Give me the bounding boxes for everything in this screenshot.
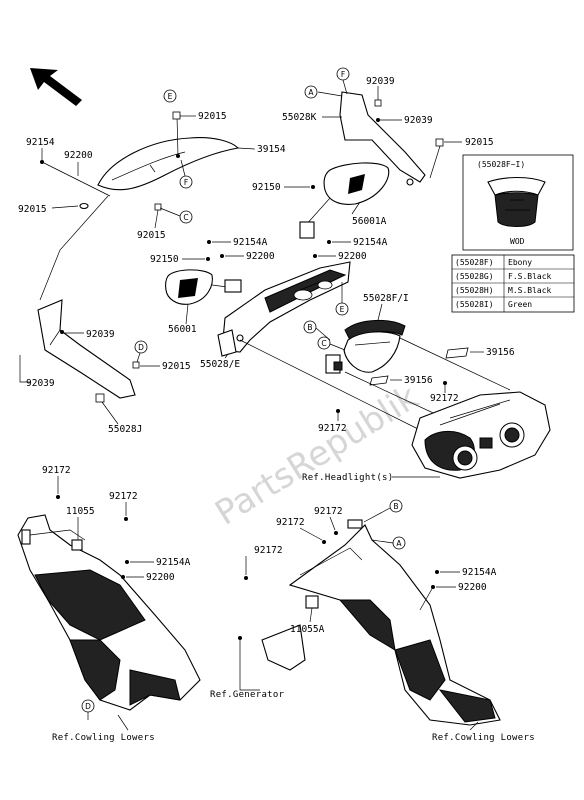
color-table: (55028F) Ebony (55028G) F.S.Black (55028… — [451, 254, 575, 313]
label-92015-top: 92015 — [198, 111, 227, 122]
label-92039-a: 92039 — [366, 76, 395, 87]
bracket-55028k — [339, 91, 426, 186]
label-92200-c: 92200 — [338, 251, 367, 262]
color-name-f: Ebony — [508, 258, 532, 267]
variant-box: (55028F~I) WOD — [462, 154, 574, 251]
label-39156-b: 39156 — [404, 375, 433, 386]
svg-text:A: A — [396, 539, 402, 548]
ref-headlights: Ref.Headlight(s) — [302, 473, 394, 483]
label-55028j: 55028J — [108, 424, 142, 435]
label-92172-e: 92172 — [276, 517, 305, 528]
right-side-cowl — [288, 519, 501, 726]
label-92172-a: 92172 — [430, 393, 459, 404]
svg-text:F: F — [341, 70, 345, 79]
variant-box-caption: WOD — [510, 237, 525, 246]
color-code-g: (55028G) — [455, 272, 494, 281]
variant-box-title: (55028F~I) — [477, 160, 525, 169]
label-39156-a: 39156 — [486, 347, 515, 358]
mirror-56001a — [299, 162, 390, 239]
inner-panel-55028e — [217, 261, 351, 357]
label-92154A-d: 92154A — [462, 567, 497, 578]
svg-text:E: E — [168, 92, 173, 101]
color-code-f: (55028F) — [455, 258, 494, 267]
label-92172-g: 92172 — [254, 545, 283, 556]
headlight-assembly — [411, 391, 551, 479]
label-11055: 11055 — [66, 506, 95, 517]
label-92039-c: 92039 — [86, 329, 115, 340]
label-39154: 39154 — [257, 144, 286, 155]
callout-A2: A — [371, 536, 406, 550]
label-92015-d: 92015 — [465, 137, 494, 148]
windshield-39154 — [97, 137, 240, 191]
svg-text:B: B — [307, 323, 312, 332]
label-92154A-a: 92154A — [233, 237, 268, 248]
callout-D2: D — [81, 699, 95, 713]
svg-text:B: B — [393, 502, 398, 511]
label-92200-e: 92200 — [458, 582, 487, 593]
label-92039-d: 92039 — [26, 378, 55, 389]
label-56001a: 56001A — [352, 216, 387, 227]
callout-C2: C — [317, 336, 346, 351]
ref-generator: Ref.Generator — [210, 690, 285, 700]
front-direction-arrow — [30, 68, 82, 106]
ref-cowling-lowers-right: Ref.Cowling Lowers — [432, 733, 535, 743]
label-55028k: 55028K — [282, 112, 317, 123]
svg-text:C: C — [183, 213, 188, 222]
label-92150-a: 92150 — [252, 182, 281, 193]
left-side-cowl — [17, 514, 201, 711]
svg-text:D: D — [85, 702, 91, 711]
label-92154A-b: 92154A — [353, 237, 388, 248]
headlight-cover-55028fi — [325, 319, 406, 374]
label-92150-b: 92150 — [150, 254, 179, 265]
callout-F1: F — [336, 67, 350, 95]
label-56001: 56001 — [168, 324, 197, 335]
label-92154: 92154 — [26, 137, 55, 148]
color-name-i: Green — [508, 300, 532, 309]
svg-text:F: F — [184, 178, 188, 187]
label-92200-b: 92200 — [246, 251, 275, 262]
label-11055a: 11055A — [290, 624, 325, 635]
label-92172-c: 92172 — [42, 465, 71, 476]
label-92039-b: 92039 — [404, 115, 433, 126]
color-code-i: (55028I) — [455, 300, 494, 309]
label-92200-d: 92200 — [146, 572, 175, 583]
label-55028e: 55028/E — [200, 359, 240, 370]
svg-text:E: E — [340, 305, 345, 314]
label-92015-lower: 92015 — [137, 230, 166, 241]
color-name-g: F.S.Black — [508, 272, 552, 281]
label-92015-left: 92015 — [18, 204, 47, 215]
svg-text:C: C — [321, 339, 326, 348]
callout-C1: C — [159, 207, 193, 224]
label-92015-e: 92015 — [162, 361, 191, 372]
callout-A1: A — [304, 85, 343, 99]
label-92172-b: 92172 — [318, 423, 347, 434]
label-92200: 92200 — [64, 150, 93, 161]
callout-E1: E — [163, 89, 177, 103]
callout-D1: D — [134, 340, 148, 363]
label-55028fi: 55028F/I — [363, 293, 409, 304]
callout-B2: B — [363, 499, 403, 523]
color-code-h: (55028H) — [455, 286, 494, 295]
color-name-h: M.S.Black — [508, 286, 552, 295]
ref-cowling-lowers-left: Ref.Cowling Lowers — [52, 733, 155, 743]
label-92172-d: 92172 — [109, 491, 138, 502]
svg-text:D: D — [138, 343, 144, 352]
label-92172-f: 92172 — [314, 506, 343, 517]
mirror-56001 — [165, 269, 242, 305]
inner-bracket-55028j — [37, 299, 136, 399]
label-92154A-c: 92154A — [156, 557, 191, 568]
callout-E2: E — [335, 282, 349, 316]
svg-text:A: A — [308, 88, 314, 97]
callout-F2: F — [179, 159, 193, 189]
